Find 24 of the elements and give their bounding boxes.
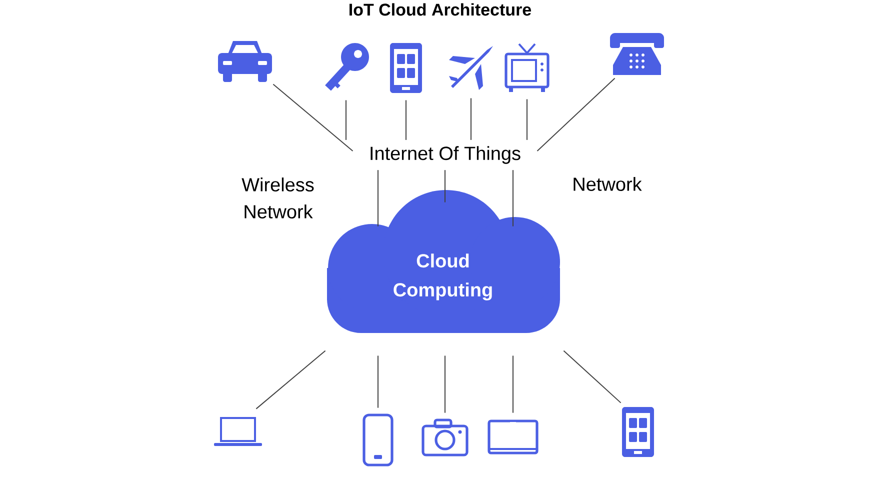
- title: IoT Cloud Architecture: [350, 3, 532, 16]
- camera-icon: [422, 418, 468, 456]
- tablet-icon: [488, 420, 538, 454]
- connector-line: [526, 98, 528, 140]
- connector-line: [444, 355, 446, 414]
- label-text: Wireless Network: [242, 178, 314, 218]
- smartphone-icon: [622, 407, 654, 457]
- heading-text: Internet Of Things: [370, 146, 520, 164]
- airplane-icon: [449, 46, 493, 90]
- phone-icon: [362, 414, 394, 466]
- connector-line: [512, 355, 514, 414]
- connector-line: [536, 78, 616, 152]
- telephone-icon: [610, 33, 664, 75]
- connector-line: [444, 170, 446, 203]
- laptop-icon: [214, 417, 262, 446]
- connector-line: [512, 170, 514, 227]
- car-icon: [218, 41, 272, 82]
- smartphone-icon: [390, 43, 422, 93]
- connector-line: [272, 84, 354, 152]
- key-icon: [325, 43, 369, 91]
- tv-icon: [504, 43, 550, 92]
- label-text: Network: [574, 177, 642, 191]
- connector-line: [256, 350, 326, 410]
- connector-line: [563, 350, 622, 404]
